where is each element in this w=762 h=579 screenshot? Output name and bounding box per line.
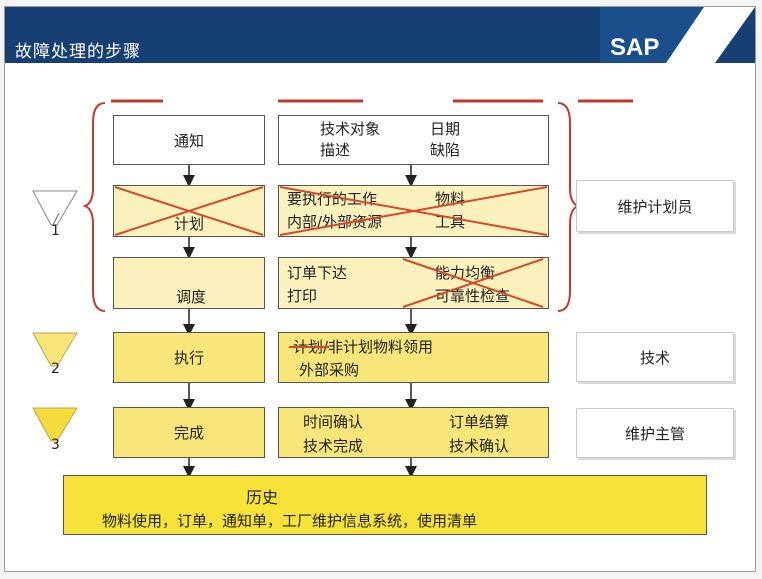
detail-item: 描述 [320,141,351,159]
step-completion: 完成 [113,407,265,458]
step-scheduling: 调度 [113,257,265,309]
phase-number-3: 3 [51,437,60,453]
step-execution: 执行 [113,332,265,383]
phase-number-2: 2 [51,361,60,377]
history-box: 历史 物料使用，订单，通知单，工厂维护信息系统，使用清单 [63,475,707,535]
detail-item: 技术完成 [303,437,364,455]
step-planning-details: 要执行的工作 物料 内部/外部资源 工具 [278,185,549,237]
detail-item: 外部采购 [299,361,360,379]
page-title: 故障处理的步骤 [15,42,141,62]
detail-item: 要执行的工作 [287,190,378,208]
detail-item: 物料 [435,190,466,208]
funnel-spout [52,212,60,226]
detail-item: 技术确认 [449,437,510,455]
detail-item: 日期 [430,120,461,138]
step-scheduling-details: 订单下达 能力均衡 打印 可靠性检查 [278,257,549,309]
header-bar: 故障处理的步骤 SAP [5,7,755,63]
phase-funnel-3 [32,407,78,442]
detail-item: 打印 [287,287,318,305]
detail-item: 缺陷 [430,141,461,159]
sap-logo: SAP [600,7,755,63]
phase-funnel-2 [32,332,78,367]
step-label: 完成 [173,424,204,442]
history-text: 物料使用，订单，通知单，工厂维护信息系统，使用清单 [102,512,478,530]
detail-item: 工具 [435,213,466,231]
sap-logo-plate [600,7,704,63]
detail-item: 计划/非计划物料领用 [293,338,434,356]
detail-item: 订单结算 [449,413,510,431]
step-notification-details: 技术对象 日期 描述 缺陷 [278,115,549,165]
step-label: 调度 [176,288,207,306]
detail-item: 内部/外部资源 [287,213,383,231]
role-maintenance-planner: 维护计划员 [576,180,734,232]
role-maintenance-supervisor: 维护主管 [576,408,734,458]
step-label: 执行 [173,349,204,367]
step-planning: 计划 [113,185,265,237]
detail-item: 能力均衡 [435,264,496,282]
diagram-lines [32,99,633,478]
step-label: 计划 [173,214,204,233]
detail-item: 技术对象 [320,120,381,138]
role-technician: 技术 [576,332,734,382]
detail-item: 时间确认 [303,413,364,431]
step-execution-details: 计划/非计划物料领用 外部采购 [278,332,549,383]
phase-number-1: 1 [51,223,60,239]
process-diagram: 1 2 3 通知 技术对象 日期 描述 缺陷 计划 要执行的工作 物料 内部/外… [5,63,755,571]
detail-item: 可靠性检查 [435,287,511,305]
right-brace [557,102,581,312]
sap-logo-text: SAP [610,34,659,61]
left-brace [82,102,106,312]
step-completion-details: 时间确认 订单结算 技术完成 技术确认 [278,407,549,458]
history-title: 历史 [246,488,279,507]
detail-item: 订单下达 [287,264,348,282]
slide: 故障处理的步骤 SAP [4,6,756,572]
phase-funnel-1 [32,190,78,226]
step-notification: 通知 [113,115,265,165]
step-label: 通知 [173,131,204,150]
